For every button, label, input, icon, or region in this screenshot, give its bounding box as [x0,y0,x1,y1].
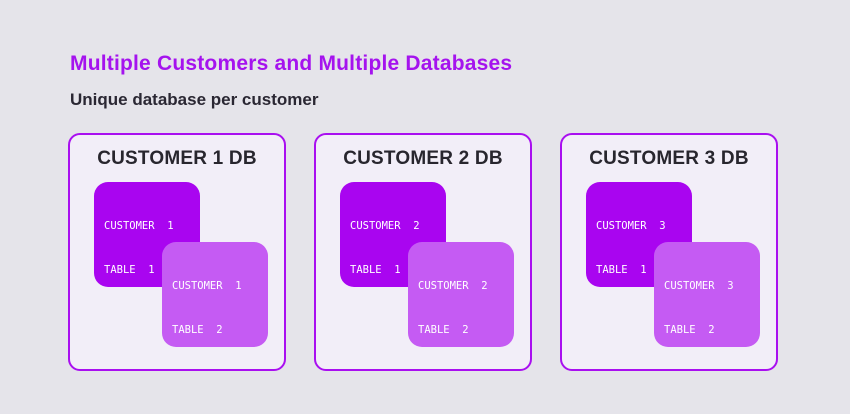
customer-2-table-2-box: CUSTOMER 2 TABLE 2 [408,242,514,347]
table-label-line: CUSTOMER 1 [104,220,174,233]
customer-3-db-card: CUSTOMER 3 DB CUSTOMER 3 TABLE 1 CUSTOME… [560,133,778,371]
database-cards-row: CUSTOMER 1 DB CUSTOMER 1 TABLE 1 CUSTOME… [68,133,778,371]
customer-1-db-card: CUSTOMER 1 DB CUSTOMER 1 TABLE 1 CUSTOME… [68,133,286,371]
table-label-line: TABLE 2 [664,324,715,337]
customer-1-table-1-box: CUSTOMER 1 TABLE 1 [94,182,200,287]
table-label-line: CUSTOMER 3 [596,220,666,233]
db-card-title: CUSTOMER 1 DB [97,148,257,169]
customer-3-table-2-box: CUSTOMER 3 TABLE 2 [654,242,760,347]
db-card-title: CUSTOMER 3 DB [589,148,749,169]
page-subtitle: Unique database per customer [70,90,319,109]
table-label-line: CUSTOMER 2 [418,280,488,293]
table-label-line: TABLE 1 [104,264,155,277]
page-title: Multiple Customers and Multiple Database… [70,52,513,75]
table-label-line: TABLE 1 [596,264,647,277]
page-header: Multiple Customers and Multiple Database… [70,52,512,110]
customer-1-table-2-box: CUSTOMER 1 TABLE 2 [162,242,268,347]
table-label-line: TABLE 2 [172,324,223,337]
table-label-line: TABLE 1 [350,264,401,277]
customer-2-db-card: CUSTOMER 2 DB CUSTOMER 2 TABLE 1 CUSTOME… [314,133,532,371]
table-label-line: TABLE 2 [418,324,469,337]
table-label-line: CUSTOMER 1 [172,280,242,293]
table-label-line: CUSTOMER 3 [664,280,734,293]
db-card-title: CUSTOMER 2 DB [343,148,503,169]
table-label-line: CUSTOMER 2 [350,220,420,233]
